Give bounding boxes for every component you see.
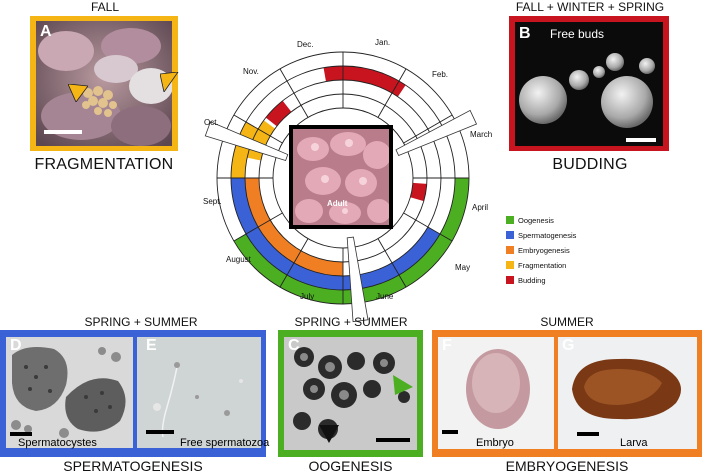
panel-g-caption: Larva bbox=[620, 437, 648, 449]
legend-swatch bbox=[506, 216, 514, 224]
band-oogenesis bbox=[280, 178, 469, 305]
panel-f-caption: Embryo bbox=[476, 437, 514, 449]
month-label-june: June bbox=[376, 292, 394, 301]
panel-b-caption: Free buds bbox=[550, 27, 605, 41]
embryogenesis-season: SUMMER bbox=[540, 315, 594, 329]
month-divider bbox=[233, 114, 283, 144]
month-label-jan: Jan. bbox=[375, 38, 391, 47]
season-marker-spring bbox=[395, 109, 478, 157]
legend-swatch bbox=[506, 276, 514, 284]
month-label-may: May bbox=[455, 263, 471, 272]
panel-c-letter: C bbox=[288, 337, 300, 354]
legend-item-budding: Budding bbox=[506, 274, 546, 286]
month-divider bbox=[403, 212, 453, 242]
panel-a-season: FALL bbox=[90, 0, 120, 14]
oogenesis-process: OOGENESIS bbox=[308, 458, 393, 474]
month-label-nov: Nov. bbox=[243, 67, 259, 76]
spermatogenesis-season: SPRING + SUMMER bbox=[84, 315, 198, 329]
panel-b-process: BUDDING bbox=[552, 156, 628, 173]
month-label-july: July bbox=[300, 292, 315, 301]
legend-label: Budding bbox=[518, 275, 546, 285]
band-spermatogenesis bbox=[231, 178, 440, 290]
month-label-august: August bbox=[226, 255, 251, 264]
legend-label: Spermatogenesis bbox=[518, 230, 577, 240]
legend-item-oogenesis: Oogenesis bbox=[506, 214, 554, 226]
band-oogenesis bbox=[233, 234, 287, 288]
panel-g-photo bbox=[558, 337, 697, 449]
oogenesis-season: SPRING + SUMMER bbox=[294, 315, 408, 329]
panel-b-season: FALL + WINTER + SPRING bbox=[515, 0, 665, 14]
month-divider bbox=[279, 68, 309, 118]
panel-c-scale-bar bbox=[376, 438, 410, 442]
month-label-sept: Sept. bbox=[203, 197, 222, 206]
panel-a-process: FRAGMENTATION bbox=[34, 156, 174, 173]
month-label-april: April bbox=[472, 203, 489, 212]
month-divider bbox=[279, 238, 309, 288]
band-budding bbox=[265, 100, 292, 127]
panel-g-scale-bar bbox=[577, 432, 599, 436]
panel-e-scale-bar bbox=[146, 430, 174, 434]
month-divider bbox=[233, 212, 283, 242]
legend-label: Oogenesis bbox=[518, 215, 554, 225]
legend-item-embryogenesis: Embryogenesis bbox=[506, 244, 570, 256]
month-divider bbox=[377, 68, 407, 118]
legend-item-spermatogenesis: Spermatogenesis bbox=[506, 229, 576, 241]
panel-d-scale-bar bbox=[10, 432, 32, 436]
band-embryogenesis bbox=[245, 178, 343, 276]
panel-a-letter: A bbox=[40, 23, 52, 40]
adult-label: Adult bbox=[327, 199, 348, 208]
panel-f-letter: F bbox=[442, 337, 452, 354]
spermatogenesis-process: SPERMATOGENESIS bbox=[63, 458, 203, 474]
month-divider bbox=[377, 238, 407, 288]
band-fragmentation bbox=[231, 122, 259, 178]
month-label-march: March bbox=[470, 130, 493, 139]
legend-label: Embryogenesis bbox=[518, 245, 570, 255]
legend-swatch bbox=[506, 246, 514, 254]
legend-item-fragmentation: Fragmentation bbox=[506, 259, 566, 271]
panel-e-letter: E bbox=[146, 337, 157, 354]
panel-c-photo bbox=[284, 337, 417, 450]
embryogenesis-process: EMBRYOGENESIS bbox=[505, 458, 629, 474]
panel-d-photo bbox=[6, 337, 133, 448]
panel-e-caption: Free spermatozoa bbox=[180, 437, 270, 449]
season-marker-fall bbox=[204, 121, 289, 161]
legend-swatch bbox=[506, 231, 514, 239]
panel-b-scale-bar bbox=[626, 138, 656, 142]
panel-e-photo bbox=[137, 337, 261, 448]
panel-g-letter: G bbox=[562, 337, 575, 354]
band-budding bbox=[410, 182, 427, 202]
panel-a-arrowhead-left bbox=[68, 84, 88, 102]
season-marker-summer bbox=[346, 236, 369, 323]
panel-c-arrowhead-black bbox=[319, 425, 339, 443]
month-label-dec: Dec. bbox=[297, 40, 314, 49]
month-label-oct: Oct. bbox=[204, 118, 219, 127]
month-divider bbox=[403, 114, 453, 144]
panel-d-letter: D bbox=[10, 337, 22, 354]
legend-swatch bbox=[506, 261, 514, 269]
legend: Oogenesis Spermatogenesis Embryogenesis … bbox=[506, 214, 606, 286]
month-label-feb: Feb. bbox=[432, 70, 449, 79]
panel-f-scale-bar bbox=[442, 430, 458, 434]
panel-a-arrowhead-right bbox=[160, 72, 179, 92]
panel-a-scale-bar bbox=[44, 130, 82, 134]
panel-d-caption: Spermatocystes bbox=[18, 437, 97, 449]
panel-a-photo bbox=[36, 21, 172, 146]
legend-label: Fragmentation bbox=[518, 260, 567, 270]
adult-photo: Adult bbox=[289, 125, 393, 229]
panel-b-photo bbox=[515, 22, 663, 146]
panel-b-letter: B bbox=[519, 25, 531, 42]
panel-c-arrowhead-green bbox=[393, 375, 413, 395]
